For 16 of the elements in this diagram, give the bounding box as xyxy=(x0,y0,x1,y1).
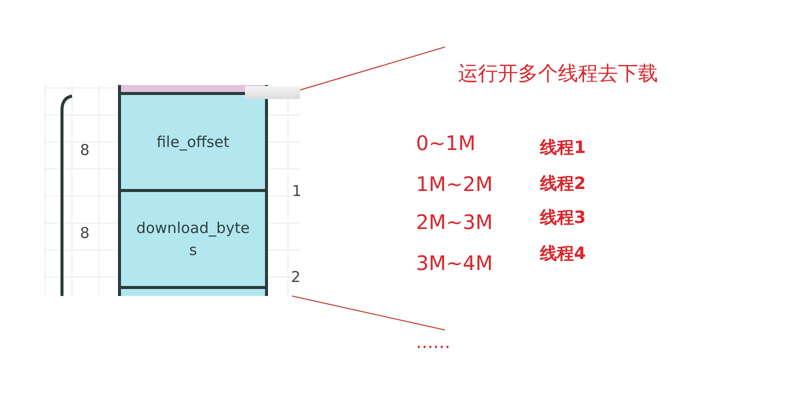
field-box: file_offset xyxy=(118,92,268,192)
size-label: 8 xyxy=(80,143,90,158)
range-label: 3M~4M xyxy=(416,253,493,273)
range-label: 1M~2M xyxy=(416,174,493,194)
thread-label: 线程1 xyxy=(540,140,586,157)
ellipsis: ...... xyxy=(416,334,450,352)
offset-label: 1 xyxy=(292,184,302,199)
field-box: download_bytes xyxy=(118,189,268,289)
heading: 运行开多个线程去下载 xyxy=(458,63,658,83)
thread-label: 线程2 xyxy=(540,176,586,193)
offset-label: 2 xyxy=(291,270,301,285)
size-label: 8 xyxy=(80,226,90,241)
thread-label: 线程3 xyxy=(540,210,586,227)
range-label: 0~1M xyxy=(416,133,476,153)
range-label: 2M~3M xyxy=(416,212,493,232)
thread-label: 线程4 xyxy=(540,246,586,263)
